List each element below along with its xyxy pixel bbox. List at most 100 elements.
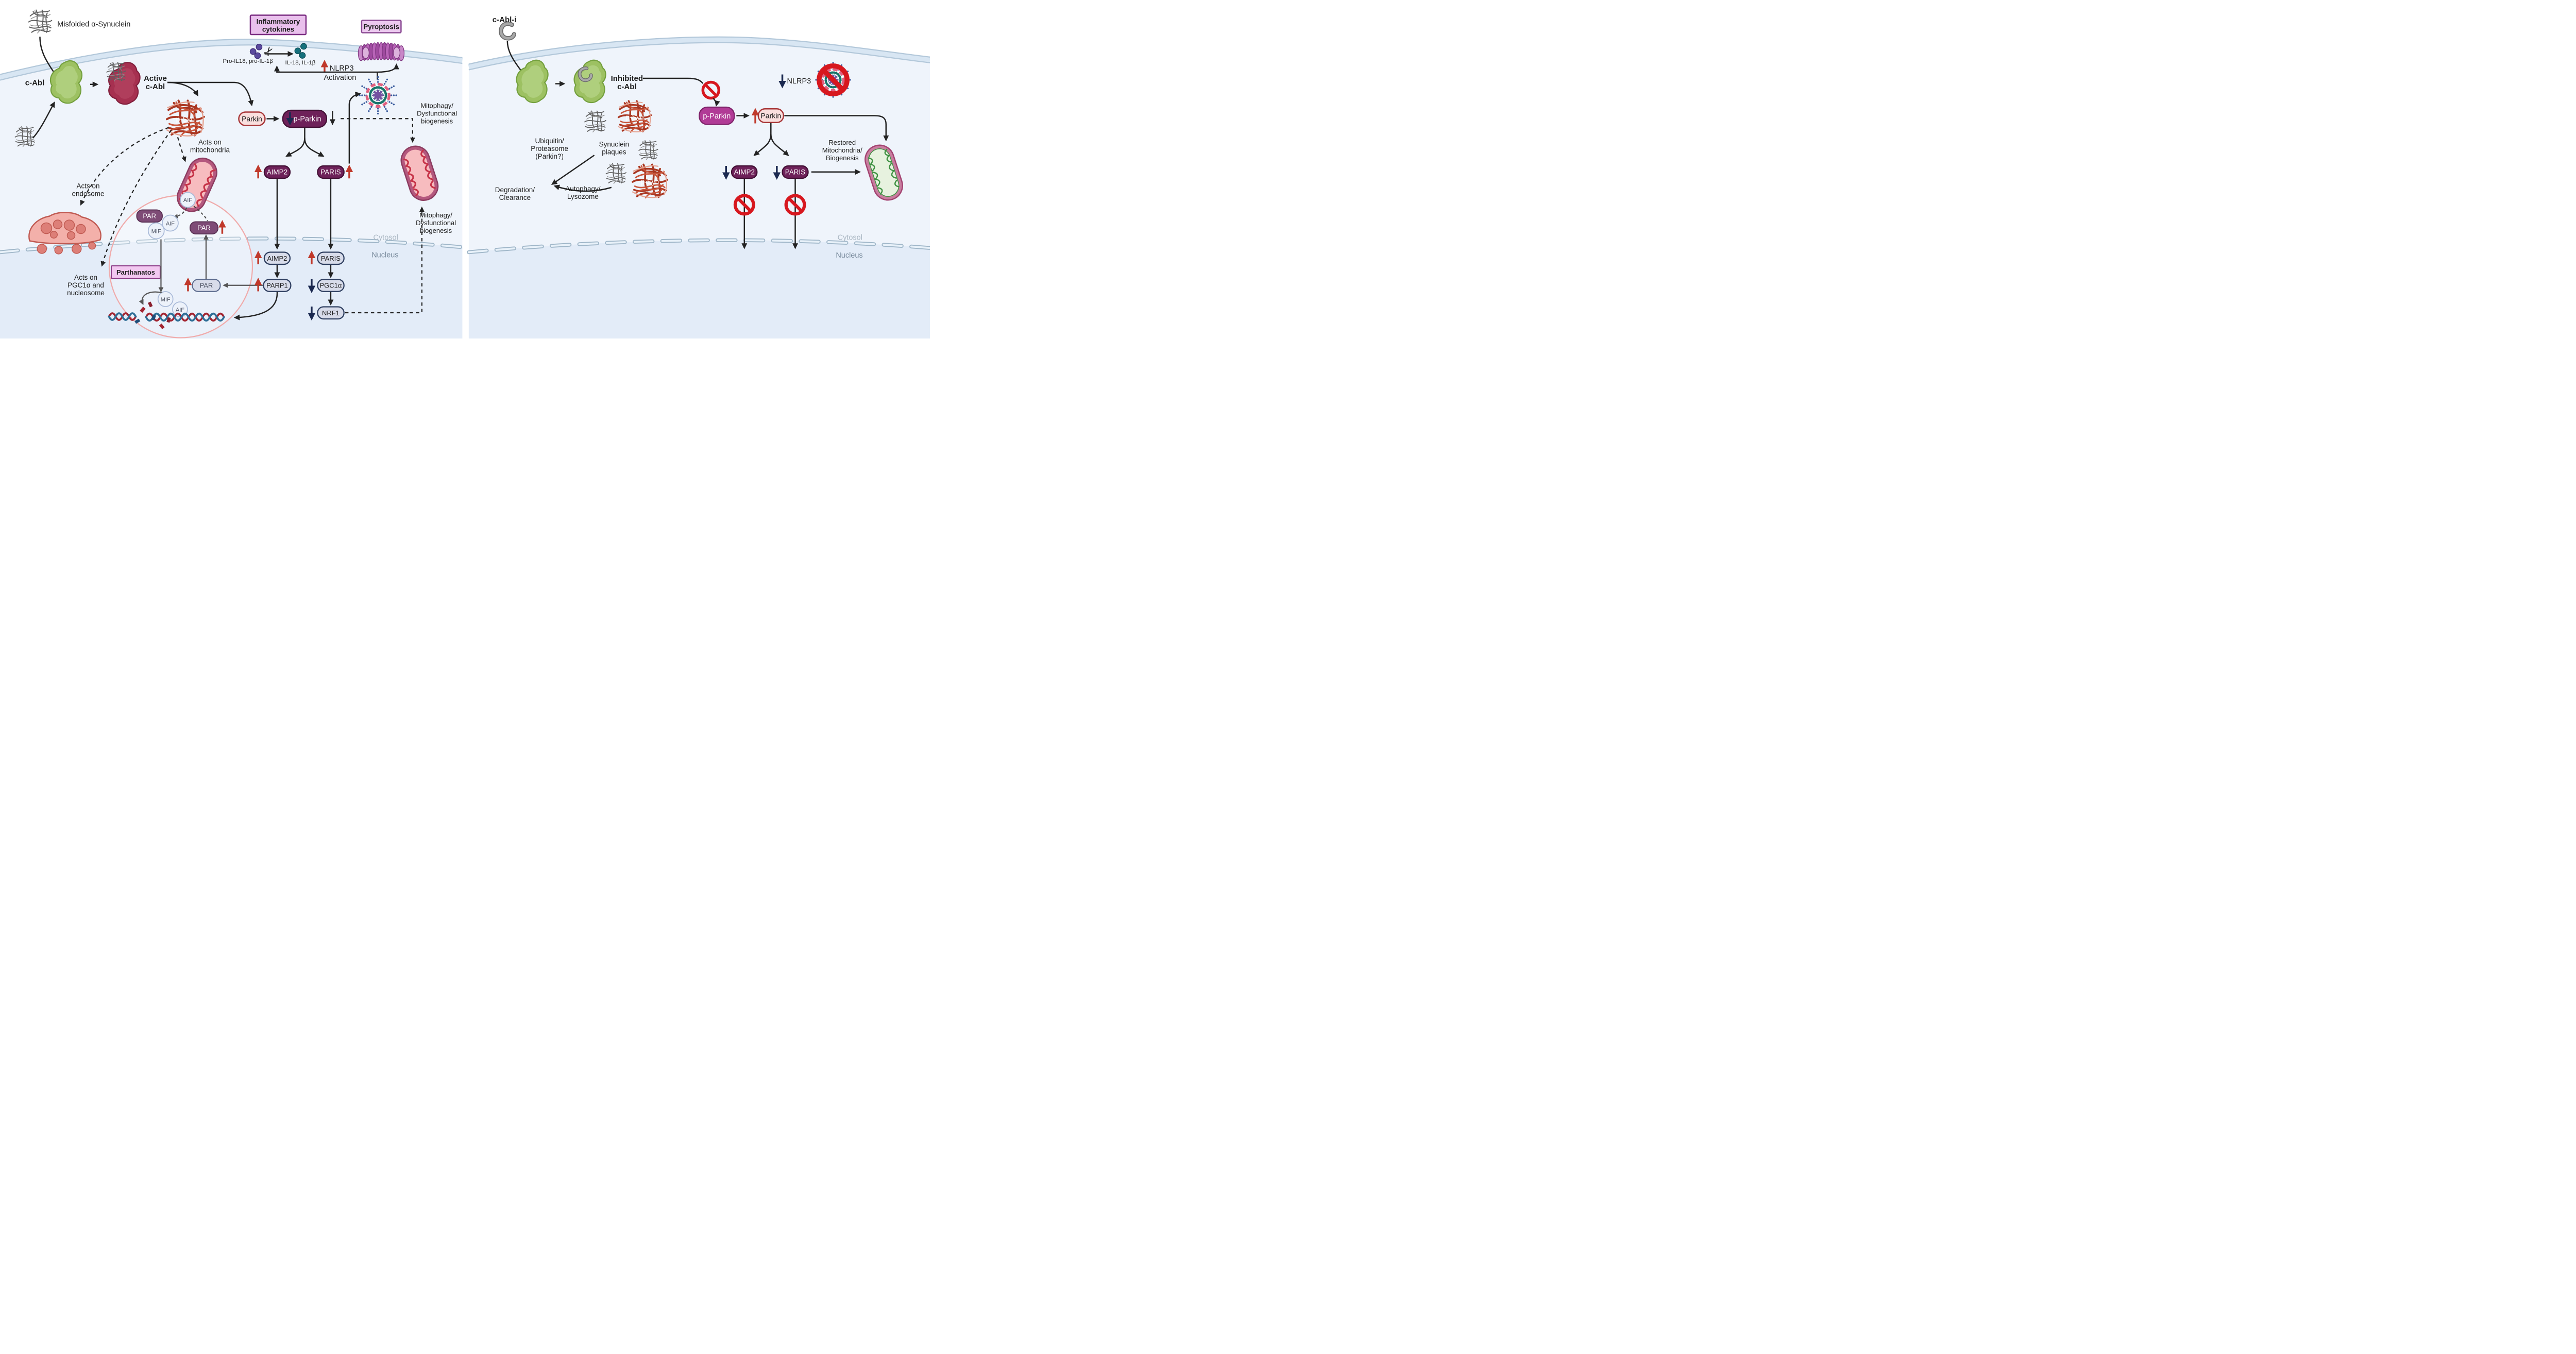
p-syn-a-label: p-Syn	[625, 113, 643, 121]
ubiquitin-1: Ubiquitin/	[535, 137, 564, 145]
aimp2-nuc-label: AIMP2	[267, 255, 287, 262]
nucleus-label: Nucleus	[371, 251, 398, 259]
p-syn-label: p-Syn	[176, 115, 195, 123]
paris-cytosol-node: PARIS	[317, 165, 345, 179]
nuclear-membrane	[0, 236, 465, 255]
mitophagy-bot-1: Mitophagy/	[419, 211, 452, 219]
misfolded-synuclein-label: Misfolded α-Synuclein	[57, 20, 130, 28]
pro-il-dots	[249, 43, 263, 59]
aimp2-right-node: AIMP2	[731, 165, 758, 179]
line-inhibited-to-block	[642, 77, 704, 84]
synuclein-lbl-1: Synuclein	[599, 141, 629, 148]
acts-pgc-2: PGC1α and	[67, 281, 104, 289]
mitophagy-top-1: Mitophagy/	[420, 102, 453, 110]
arrow-plaques-degradation	[551, 155, 595, 185]
dna-icon	[108, 312, 225, 322]
autophagy-1: Autophagy/	[565, 185, 600, 193]
nlrp3-label: NLRP3	[330, 64, 354, 73]
degradation-1: Degradation/	[495, 186, 535, 194]
mitophagy-bottom-label: Mitophagy/ Dysfunctional biogenesis	[416, 211, 456, 234]
il-label: IL-18, IL-1β	[285, 60, 315, 66]
dashed-psyn-endosome	[80, 127, 169, 206]
inflammatory-line1: Inflammatory	[257, 18, 300, 25]
parkin-label: Parkin	[242, 115, 262, 123]
paris-nuc-label: PARIS	[321, 255, 341, 262]
acts-endo-2: endosome	[72, 190, 104, 197]
arrow-synuclein-to-cabl	[32, 101, 55, 139]
panel-treatment: c-Abl-i Inhibited c-Abl NLRP3 p-Parkin P…	[467, 15, 930, 338]
pgc1a-label: PGC1α	[319, 282, 342, 290]
inhibited-cabl-1: Inhibited	[611, 74, 643, 83]
p-syn-b-label: p-Syn	[641, 178, 659, 185]
inflammatory-line2: cytokines	[262, 25, 294, 33]
mif-circle	[147, 222, 165, 240]
nucleus-region-right	[468, 240, 930, 338]
paris-right-node: PARIS	[782, 165, 809, 179]
arrow-parkin-to-mitochondria	[784, 115, 889, 142]
parp1-node: PARP1	[263, 279, 292, 292]
acts-pgc-3: nucleosome	[67, 289, 105, 297]
paris-label: PARIS	[320, 168, 341, 176]
arrow-block-to-pparkin	[713, 97, 720, 107]
pgc1a-node: PGC1α	[317, 279, 345, 292]
aif-mito-circle	[180, 192, 196, 208]
parp1-label: PARP1	[266, 282, 288, 290]
ubiquitin-label: Ubiquitin/ Proteasome (Parkin?)	[531, 137, 568, 160]
ubiquitin-3: (Parkin?)	[535, 153, 564, 160]
par-node-1: PAR	[136, 209, 163, 223]
paris-nuc-node: PARIS	[317, 251, 345, 265]
mitophagy-bot-3: biogenesis	[420, 227, 452, 234]
il-dots	[294, 43, 307, 59]
degradation-2: Clearance	[499, 194, 531, 201]
par1-label: PAR	[143, 212, 156, 220]
restored-1: Restored	[828, 139, 856, 146]
arrow-paris-to-inflammasome	[348, 91, 362, 164]
nlrp3-right-label: NLRP3	[787, 77, 811, 86]
p-parkin-node: p-Parkin	[282, 109, 328, 128]
parkin-right-label: Parkin	[760, 112, 781, 120]
nucleus-region	[0, 238, 463, 338]
aimp2-label: AIMP2	[267, 168, 287, 176]
mitophagy-bot-2: Dysfunctional	[416, 219, 456, 227]
aif-circle	[162, 214, 179, 232]
parthanatos-label: Parthanatos	[116, 268, 155, 276]
arrow-activecabl-to-parkin	[167, 81, 254, 107]
acts-mito-1: Acts on	[198, 139, 222, 146]
mitophagy-top-3: biogenesis	[421, 117, 453, 125]
p-parkin-right-node: p-Parkin	[699, 106, 735, 125]
c-abl-label: c-Abl	[25, 79, 44, 88]
pyroptosis-label: Pyroptosis	[363, 23, 399, 30]
parthanatos-box: Parthanatos	[110, 265, 161, 279]
arrow-autophagy-degradation	[553, 184, 612, 192]
inflammatory-cytokines-box: Inflammatory cytokines	[249, 14, 307, 36]
synuclein-lbl-2: plaques	[602, 148, 626, 156]
cytosol-label: Cytosol	[373, 233, 398, 242]
cell-membrane-right	[468, 36, 930, 71]
pathway-svg: Misfolded α-Synuclein c-Abl Active c-Abl…	[0, 0, 930, 338]
p-parkin-label: p-Parkin	[293, 115, 321, 124]
arrow-pparkin-paris	[304, 138, 325, 157]
ubiquitin-2: Proteasome	[531, 145, 568, 153]
acts-pgc-1: Acts on	[74, 274, 97, 281]
paris-right-label: PARIS	[785, 168, 805, 176]
aimp2-cytosol-node: AIMP2	[263, 165, 291, 179]
aimp2-nuc-node: AIMP2	[263, 251, 291, 265]
mitophagy-top-label: Mitophagy/ Dysfunctional biogenesis	[417, 102, 457, 125]
restored-2: Mitochondria/	[822, 146, 862, 154]
active-cabl-label-2: c-Abl	[146, 82, 165, 91]
dashed-psyn-mitochondria	[177, 137, 187, 162]
arrow-parp1-to-dna	[233, 292, 278, 320]
parkin-right-node: Parkin	[757, 108, 785, 124]
par-nuc-node: PAR	[192, 279, 221, 292]
parkin-node: Parkin	[238, 111, 266, 126]
degradation-label: Degradation/ Clearance	[495, 186, 535, 201]
aif-nuc-label: AIF	[176, 307, 184, 313]
mif-label: MIF	[151, 228, 161, 234]
arrow-dna-fragmentation	[139, 291, 162, 306]
pyroptosis-box: Pyroptosis	[361, 20, 402, 33]
pro-il-label: Pro-IL18, pro-IL-1β	[223, 58, 274, 64]
mif-nuc-circle	[157, 291, 174, 307]
autophagy-2: Lysozome	[567, 193, 599, 200]
aif-label: AIF	[166, 221, 175, 227]
mif-nuc-label: MIF	[161, 297, 171, 303]
